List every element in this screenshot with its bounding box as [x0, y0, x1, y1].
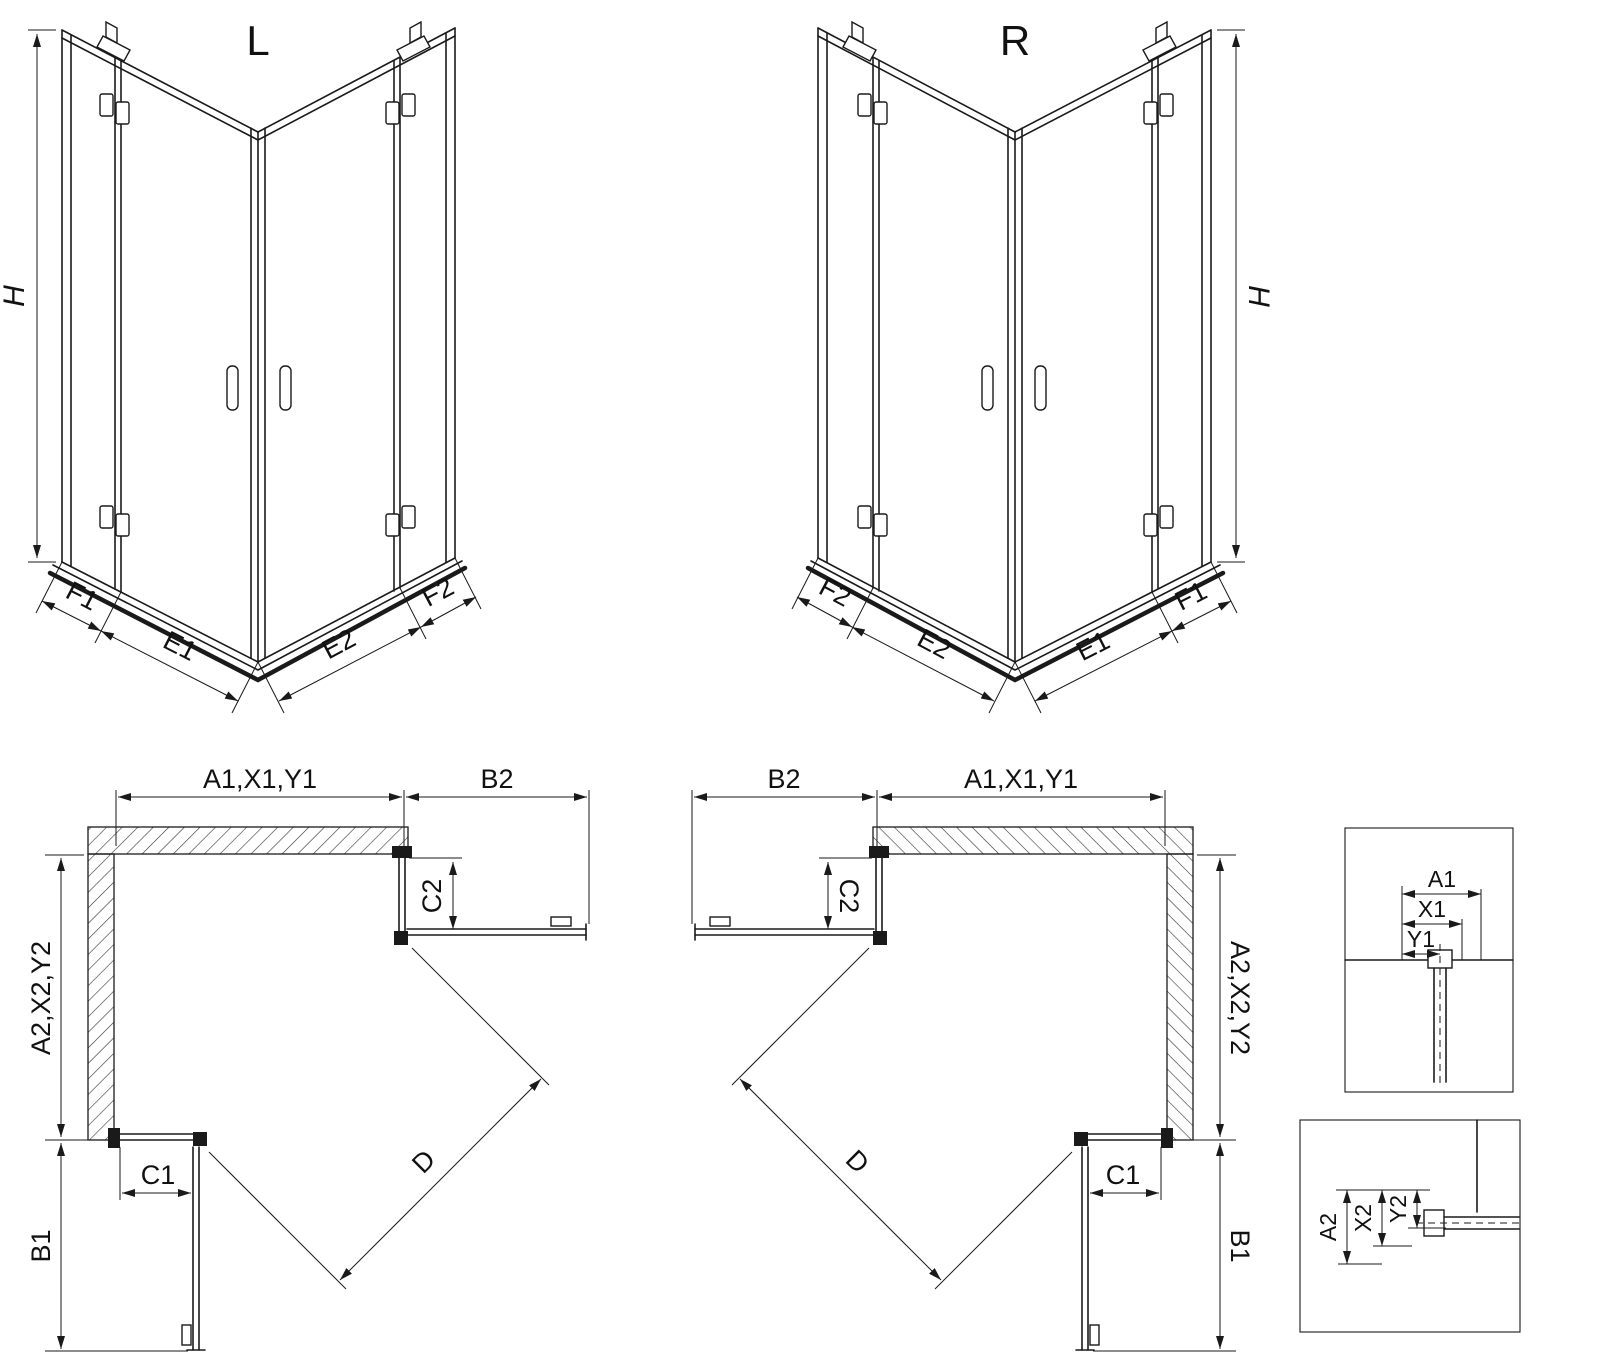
iso-left-view: L H F1 E1 E2 F2	[0, 17, 481, 713]
plan-right-dim-d: D	[840, 1144, 875, 1179]
plan-right-dim-b1: B1	[1225, 1229, 1255, 1262]
detail-dim-x2: X2	[1350, 1204, 1376, 1232]
plan-right-dim-left: A2,X2,Y2	[1225, 941, 1255, 1055]
plan-left-dim-d: D	[406, 1144, 441, 1179]
plan-right-geometry	[692, 790, 1236, 1351]
plan-left-dim-b1: B1	[26, 1229, 56, 1262]
dim-label-f2-right: F2	[814, 571, 856, 612]
detail-box	[1299, 1119, 1521, 1333]
plan-left-dim-top: A1,X1,Y1	[203, 764, 317, 794]
dim-label-h-right: H	[1242, 285, 1275, 307]
detail-dim-y2: Y2	[1385, 1195, 1411, 1223]
detail-horizontal-section: A1 X1 Y1	[1344, 827, 1514, 1093]
iso-right-title: R	[1000, 17, 1030, 64]
plan-right-dim-top: A1,X1,Y1	[964, 764, 1078, 794]
plan-left-geometry	[45, 790, 589, 1351]
detail-dim-x1: X1	[1418, 896, 1446, 922]
iso-left-geometry	[28, 22, 481, 713]
dim-label-f2-left: F2	[417, 571, 459, 612]
dim-label-h-left: H	[0, 285, 31, 307]
plan-left-dim-c2: C2	[417, 879, 447, 914]
plan-right-view: A1,X1,Y1 B2 C2 A2,X2,Y2 B1 C1 D	[692, 764, 1255, 1351]
detail-dim-a1: A1	[1428, 866, 1456, 892]
plan-left-dim-b2: B2	[480, 764, 513, 794]
detail-dim-y1: Y1	[1407, 926, 1435, 952]
plan-left-dim-c1: C1	[141, 1160, 176, 1190]
iso-right-geometry	[792, 22, 1245, 713]
detail-vertical-section: A2 X2 Y2	[1299, 1119, 1521, 1333]
plan-right-dim-c1: C1	[1106, 1160, 1141, 1190]
plan-left-dim-left: A2,X2,Y2	[26, 941, 56, 1055]
iso-right-view: R H F2 E2 E1 F1	[792, 17, 1275, 713]
plan-right-dim-b2: B2	[767, 764, 800, 794]
plan-left-view: A1,X1,Y1 B2 C2 A2,X2,Y2 B1 C1 D	[26, 764, 589, 1351]
plan-right-dim-c2: C2	[834, 879, 864, 914]
iso-left-title: L	[246, 17, 269, 64]
detail-dim-a2: A2	[1315, 1213, 1341, 1241]
